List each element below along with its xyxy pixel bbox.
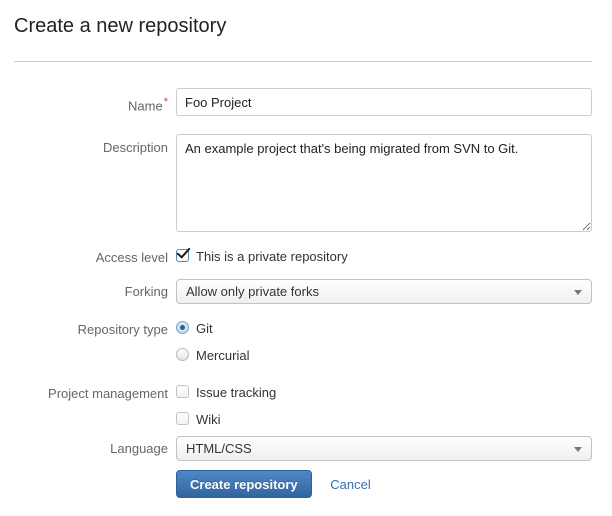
- dropdown-arrow-icon: [574, 290, 582, 296]
- project-management-row: Project management Issue tracking Wiki: [14, 384, 592, 428]
- name-label-text: Name: [128, 98, 163, 114]
- create-repository-form: Name* Description An example project tha…: [14, 88, 592, 499]
- private-repository-option: This is a private repository: [176, 248, 592, 265]
- issue-tracking-checkbox-label[interactable]: Issue tracking: [196, 385, 277, 401]
- repository-type-option-git: Git: [176, 320, 592, 337]
- language-select-value: HTML/CSS: [186, 441, 252, 457]
- description-row: Description An example project that's be…: [14, 134, 592, 233]
- create-repository-button[interactable]: Create repository: [176, 470, 312, 499]
- private-repository-checkbox-label[interactable]: This is a private repository: [196, 249, 348, 265]
- description-label: Description: [102, 140, 168, 156]
- language-row: Language HTML/CSS: [14, 436, 592, 462]
- git-radio[interactable]: [176, 321, 189, 335]
- forking-select[interactable]: Allow only private forks: [176, 279, 592, 305]
- page-title: Create a new repository: [14, 15, 227, 37]
- name-input[interactable]: [176, 88, 592, 116]
- required-asterisk: *: [163, 96, 168, 108]
- wiki-checkbox-label[interactable]: Wiki: [196, 412, 221, 428]
- issue-tracking-option: Issue tracking: [176, 384, 592, 401]
- forking-row: Forking Allow only private forks: [14, 279, 592, 305]
- name-label: Name*: [14, 88, 168, 120]
- access-level-row: Access level This is a private repositor…: [14, 248, 592, 266]
- mercurial-radio-label[interactable]: Mercurial: [196, 348, 250, 364]
- git-radio-label[interactable]: Git: [196, 321, 213, 337]
- title-divider: [14, 61, 592, 62]
- repository-type-row: Repository type Git Mercurial: [14, 320, 592, 364]
- repository-type-label: Repository type: [77, 322, 168, 338]
- project-management-label: Project management: [48, 386, 168, 402]
- language-label: Language: [110, 441, 168, 457]
- cancel-link[interactable]: Cancel: [330, 476, 371, 492]
- language-select[interactable]: HTML/CSS: [176, 436, 592, 462]
- forking-label: Forking: [124, 284, 168, 300]
- name-row: Name*: [14, 88, 592, 120]
- issue-tracking-checkbox[interactable]: [176, 385, 189, 399]
- mercurial-radio[interactable]: [176, 348, 189, 362]
- wiki-option: Wiki: [176, 411, 592, 428]
- access-level-label: Access level: [95, 250, 168, 266]
- repository-type-option-mercurial: Mercurial: [176, 347, 592, 364]
- private-repository-checkbox[interactable]: [176, 249, 189, 263]
- wiki-checkbox[interactable]: [176, 412, 189, 426]
- dropdown-arrow-icon: [574, 447, 582, 453]
- create-repository-page: Create a new repository Name* Descriptio…: [0, 0, 612, 498]
- description-textarea[interactable]: An example project that's being migrated…: [176, 134, 592, 233]
- actions-row: Create repository Cancel: [14, 470, 592, 499]
- forking-select-value: Allow only private forks: [186, 284, 319, 300]
